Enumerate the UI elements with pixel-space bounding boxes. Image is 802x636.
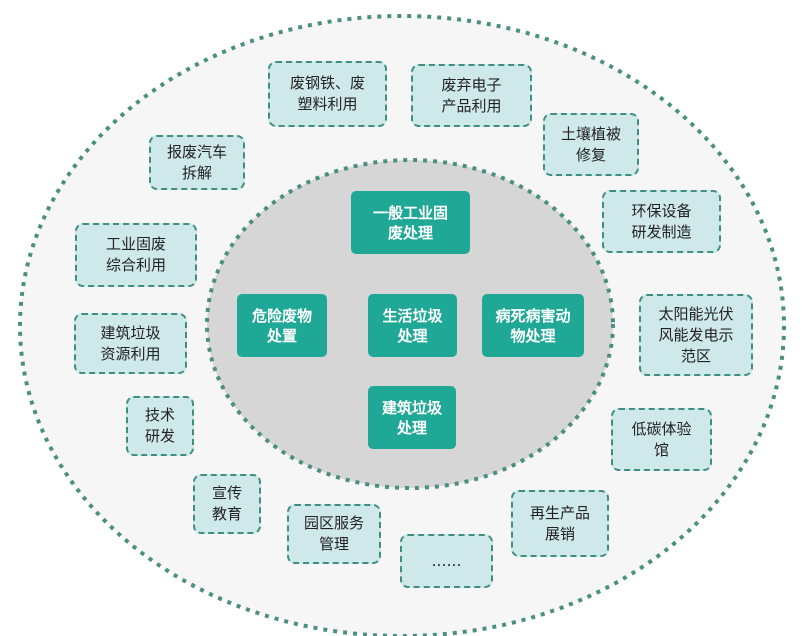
outer-box-label: 废钢铁、废 塑料利用 [289, 74, 365, 113]
outer-box-label: 废弃电子 产品利用 [441, 75, 502, 115]
outer-box-label: 工业固废 综合利用 [105, 235, 166, 274]
outer-box-solar-wind: 太阳能光伏 风能发电示 范区 [639, 294, 753, 376]
inner-box-construction: 建筑垃圾 处理 [368, 386, 456, 449]
outer-box-label: 建筑垃圾 资源利用 [100, 323, 161, 363]
inner-box-dead-animal: 病死病害动 物处理 [482, 294, 584, 357]
inner-box-label: 病死病害动 物处理 [495, 306, 571, 345]
outer-box-label: 土壤植被 修复 [560, 124, 621, 164]
outer-box-industrial-solid: 工业固废 综合利用 [75, 223, 197, 287]
outer-box-label: …… [431, 551, 462, 570]
outer-box-label: 环保设备 研发制造 [631, 201, 692, 241]
outer-box-more: …… [400, 534, 493, 588]
outer-box-e-waste: 废弃电子 产品利用 [411, 64, 532, 127]
outer-box-label: 太阳能光伏 风能发电示 范区 [658, 304, 734, 365]
inner-box-general-industrial: 一般工业固 废处理 [351, 191, 470, 254]
outer-box-env-equipment: 环保设备 研发制造 [602, 190, 721, 253]
inner-box-hazardous: 危险废物 处置 [237, 294, 327, 357]
outer-box-scrap-steel: 废钢铁、废 塑料利用 [268, 61, 387, 127]
outer-box-soil: 土壤植被 修复 [543, 113, 639, 176]
outer-box-label: 技术 研发 [144, 406, 175, 445]
inner-box-label: 生活垃圾 处理 [382, 306, 443, 345]
outer-box-park-service: 园区服务 管理 [287, 504, 381, 564]
outer-box-tech-rd: 技术 研发 [126, 396, 194, 456]
inner-box-label: 一般工业固 废处理 [372, 203, 448, 242]
outer-box-car-dismantling: 报废汽车 拆解 [149, 135, 245, 190]
outer-box-label: 宣传 教育 [211, 484, 242, 523]
inner-box-label: 建筑垃圾 处理 [381, 398, 442, 437]
outer-box-label: 低碳体验 馆 [631, 419, 692, 459]
outer-box-recycled-products: 再生产品 展销 [511, 490, 609, 557]
outer-box-construction-recycling: 建筑垃圾 资源利用 [74, 313, 187, 374]
outer-box-publicity: 宣传 教育 [193, 474, 261, 534]
outer-box-label: 园区服务 管理 [303, 514, 364, 553]
outer-box-label: 再生产品 展销 [529, 503, 590, 543]
inner-box-label: 危险废物 处置 [251, 306, 312, 345]
inner-box-domestic: 生活垃圾 处理 [368, 294, 457, 357]
outer-box-label: 报废汽车 拆解 [166, 142, 227, 182]
outer-box-low-carbon: 低碳体验 馆 [611, 408, 712, 471]
